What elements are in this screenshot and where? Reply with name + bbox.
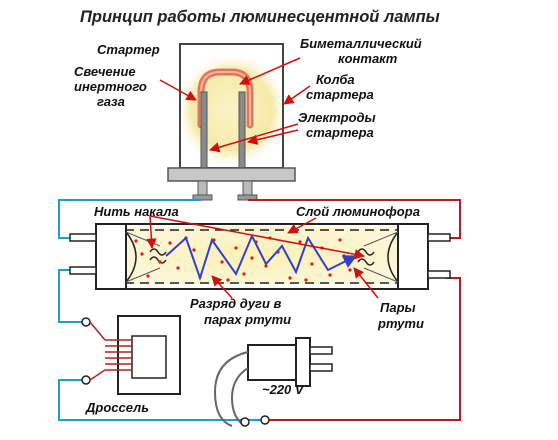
power-plug bbox=[213, 337, 333, 427]
pointer-phosphor bbox=[287, 217, 317, 234]
starter-electrode-right bbox=[238, 91, 246, 169]
tube-right-cap bbox=[397, 223, 429, 290]
plug-prong-bottom bbox=[309, 363, 333, 372]
label-voltage: ~220 V bbox=[262, 382, 305, 397]
wire-right-pin-to-mains bbox=[265, 277, 461, 421]
pointer-bimetal bbox=[239, 57, 301, 86]
filament-left bbox=[149, 248, 167, 264]
label-vapor-line2: ртути bbox=[377, 316, 424, 331]
starter-pin-right bbox=[242, 180, 253, 196]
choke-core bbox=[131, 335, 167, 379]
label-glow-line3: газа bbox=[97, 94, 125, 109]
starter bbox=[167, 43, 296, 201]
pointer-glow bbox=[159, 79, 197, 101]
starter-base bbox=[167, 167, 296, 182]
label-starter: Стартер bbox=[97, 42, 160, 57]
label-choke: Дроссель bbox=[85, 400, 149, 415]
label-vapor-line1: Пары bbox=[380, 300, 416, 315]
pointer-filament-left bbox=[146, 215, 157, 250]
pointer-arc bbox=[211, 275, 233, 299]
diagram-title: Принцип работы люминесцентной лампы bbox=[80, 8, 440, 26]
plug-prong-top bbox=[309, 346, 333, 355]
pointer-electrode-right bbox=[246, 129, 299, 145]
choke-terminal-top bbox=[81, 317, 91, 327]
fluorescent-tube bbox=[69, 223, 451, 290]
choke-body bbox=[117, 315, 181, 395]
wire-starter-to-left-pin bbox=[58, 199, 202, 239]
tube-pin-left-top bbox=[69, 233, 97, 242]
plug-cord-1 bbox=[213, 351, 249, 427]
tube-pin-left-bottom bbox=[69, 266, 97, 275]
label-filament: Нить накала bbox=[94, 204, 179, 219]
plug-body bbox=[247, 344, 297, 381]
choke-winding bbox=[105, 339, 132, 371]
starter-pin-left bbox=[197, 180, 208, 196]
label-bulb-line1: Колба bbox=[316, 72, 355, 87]
mains-terminal-right bbox=[260, 415, 270, 425]
choke-terminal-bottom bbox=[81, 375, 91, 385]
tube-pin-right-bottom bbox=[427, 270, 451, 279]
choke bbox=[81, 315, 181, 395]
label-bimetal-line2: контакт bbox=[338, 51, 398, 66]
label-electrodes-line1: Электроды bbox=[298, 110, 376, 125]
pointer-bulb bbox=[283, 85, 311, 105]
label-arc-line1: Разряд дуги в bbox=[190, 296, 282, 311]
starter-electrode-left bbox=[200, 91, 208, 169]
label-bimetal-line1: Биметаллический bbox=[300, 36, 422, 51]
label-glow-line2: инертного bbox=[74, 79, 147, 94]
mercury-vapor-dots bbox=[134, 236, 352, 282]
plug-cord-2 bbox=[230, 367, 249, 427]
arc-discharge bbox=[165, 233, 358, 282]
pointer-filament-right bbox=[149, 215, 366, 260]
label-arc-line2: парах ртути bbox=[204, 312, 291, 327]
wire-starter-to-right-pin bbox=[248, 199, 461, 239]
pointer-vapor bbox=[353, 267, 379, 299]
tube-left-cap bbox=[95, 223, 127, 290]
mains-terminal-left bbox=[240, 417, 250, 427]
wire-left-pin-to-choke bbox=[58, 269, 82, 323]
tube-pin-right-top bbox=[427, 233, 451, 242]
wire-choke-to-mains bbox=[58, 379, 265, 421]
wiring bbox=[58, 199, 461, 421]
label-electrodes-line2: стартера bbox=[306, 125, 374, 140]
label-bulb-line2: стартера bbox=[306, 87, 374, 102]
pointer-arrows bbox=[146, 57, 379, 299]
label-phosphor: Слой люминофора bbox=[296, 204, 420, 219]
label-glow-line1: Свечение bbox=[74, 64, 136, 79]
